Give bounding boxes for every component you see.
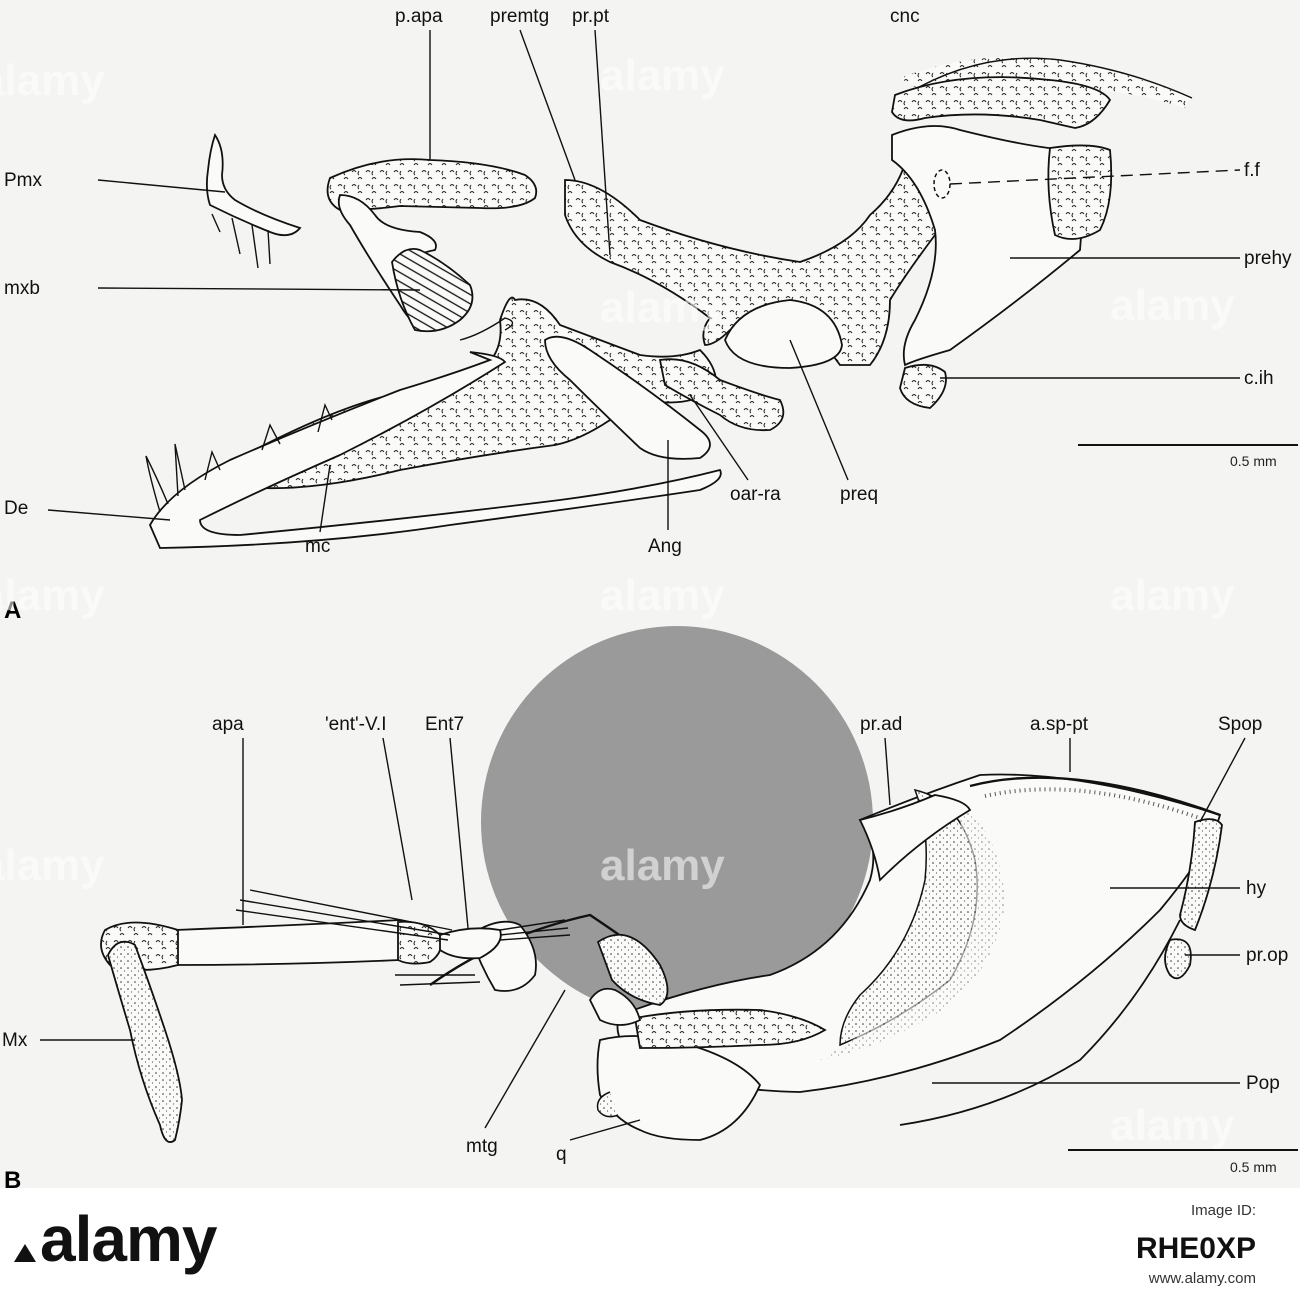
- label-p-apa: p.apa: [395, 6, 443, 27]
- label-apa: apa: [212, 714, 244, 735]
- dentary-teeth: [145, 402, 333, 513]
- label-preq: preq: [840, 484, 878, 505]
- watermark-text: alamy: [0, 571, 105, 620]
- mtg-cartilage: [633, 1008, 827, 1049]
- angular-shape: [544, 335, 711, 460]
- leader-pr-ad: [884, 737, 891, 806]
- panel-label-b: B: [4, 1167, 21, 1188]
- label-pr-ad: pr.ad: [860, 714, 902, 735]
- dentary-shape: [148, 351, 722, 549]
- label-mtg: mtg: [466, 1136, 498, 1157]
- label-spop: Spop: [1218, 714, 1262, 735]
- scale-label-b: 0.5 mm: [1230, 1159, 1277, 1175]
- ent7-shape: [439, 927, 502, 960]
- leader-pr-pt: [594, 29, 611, 256]
- leader-mxb: [97, 287, 421, 291]
- label-premtg: premtg: [490, 6, 549, 27]
- leader-premtg: [519, 29, 576, 181]
- leader-de: [47, 509, 171, 521]
- leader-mtg: [484, 989, 566, 1129]
- figure-drawing: p.apa premtg pr.pt cnc f.f Pmx mxb prehy…: [0, 6, 1298, 1188]
- label-mxb: mxb: [4, 278, 40, 299]
- autopalatine-rod: [174, 919, 429, 966]
- label-hy: hy: [1246, 878, 1267, 899]
- watermark-text: alamy: [1110, 281, 1235, 330]
- brand-logo[interactable]: alamy: [40, 1203, 217, 1275]
- oar-ra-shape: [658, 358, 785, 432]
- v1-rays-lower: [395, 974, 481, 986]
- label-a-sp-pt: a.sp-pt: [1030, 714, 1089, 735]
- label-cnc: cnc: [890, 6, 920, 27]
- brand-logo-icon: [14, 1244, 36, 1262]
- dentary-tip: [459, 317, 514, 341]
- label-pop: Pop: [1246, 1073, 1280, 1094]
- leader-ent-v1: [382, 737, 413, 901]
- label-q: q: [556, 1144, 567, 1165]
- label-ent-v1: 'ent'-V.I: [325, 714, 386, 735]
- pr-ad-shape: [858, 794, 972, 882]
- label-mc: mc: [305, 536, 330, 557]
- leader-spop: [1199, 737, 1246, 823]
- cnc-outline: [904, 57, 1193, 99]
- spop-shape: [1179, 818, 1223, 932]
- premaxilla-teeth: [211, 213, 271, 269]
- label-oar-ra: oar-ra: [730, 484, 781, 505]
- label-mx: Mx: [2, 1030, 28, 1051]
- leader-q: [569, 1119, 641, 1141]
- watermark-text: alamy: [1110, 571, 1235, 620]
- panel-label-a: A: [4, 597, 21, 624]
- leader-mc: [319, 464, 331, 533]
- watermark-text: alamy: [1110, 1101, 1235, 1150]
- leader-oar-ra: [689, 394, 749, 481]
- quadrate-condyle: [596, 1091, 619, 1118]
- label-pmx: Pmx: [4, 170, 43, 191]
- a-sp-pt-edge: [969, 776, 1221, 817]
- mtg-process: [588, 987, 642, 1026]
- watermarks: alamy alamy alamy alamy alamy alamy alam…: [0, 51, 1235, 1150]
- panel-b: apa 'ent'-V.I Ent7 pr.ad a.sp-pt Spop hy…: [2, 626, 1298, 1188]
- watermark-text: alamy: [600, 571, 725, 620]
- anatomical-figure: p.apa premtg pr.pt cnc f.f Pmx mxb prehy…: [0, 0, 1300, 1188]
- prehyal-cartilage: [1047, 144, 1113, 240]
- stock-footer: alamy Image ID: RHE0XP www.alamy.com: [0, 1188, 1300, 1306]
- preopercle-curve: [899, 919, 1181, 1126]
- leader-ent7: [449, 737, 469, 929]
- label-pr-pt: pr.pt: [572, 6, 610, 27]
- label-pr-op: pr.op: [1246, 945, 1288, 966]
- v1-rays: [235, 889, 453, 941]
- label-prehy: prehy: [1244, 248, 1292, 269]
- pterygoid-wedge: [596, 933, 669, 1006]
- label-f-f: f.f: [1244, 160, 1261, 181]
- watermark-text: alamy: [0, 56, 105, 105]
- leader-pmx: [97, 179, 226, 193]
- premaxilla-shape: [205, 132, 302, 237]
- palatoquadrate-shape: [564, 139, 957, 366]
- label-de: De: [4, 498, 28, 519]
- watermark-text: alamy: [600, 283, 725, 332]
- watermark-text: alamy: [600, 841, 725, 890]
- leader-preq: [789, 339, 849, 481]
- label-ent7: Ent7: [425, 714, 464, 735]
- scale-label-a: 0.5 mm: [1230, 453, 1277, 469]
- watermark-text: alamy: [600, 51, 725, 100]
- c-ih-shape: [899, 363, 947, 409]
- mxb-shape: [391, 247, 474, 333]
- site-url[interactable]: www.alamy.com: [1148, 1270, 1256, 1287]
- prehyal-shape: [891, 125, 1083, 367]
- maxilla-shape-b: [107, 940, 183, 1143]
- image-id-label: Image ID:: [1190, 1202, 1256, 1219]
- watermark-text: alamy: [0, 841, 105, 890]
- dermal-band-2: [820, 800, 1005, 1060]
- leader-f-f: [949, 169, 1241, 185]
- label-c-ih: c.ih: [1244, 368, 1274, 389]
- ent7-rays: [499, 919, 571, 941]
- label-ang: Ang: [648, 536, 682, 557]
- preq-shape: [724, 299, 843, 369]
- eye-disc: [481, 626, 873, 1018]
- pr-op-shape: [1164, 938, 1192, 980]
- panel-a: p.apa premtg pr.pt cnc f.f Pmx mxb prehy…: [4, 6, 1298, 624]
- image-id: RHE0XP: [1135, 1232, 1256, 1265]
- hyomandibula-shape: [891, 76, 1112, 129]
